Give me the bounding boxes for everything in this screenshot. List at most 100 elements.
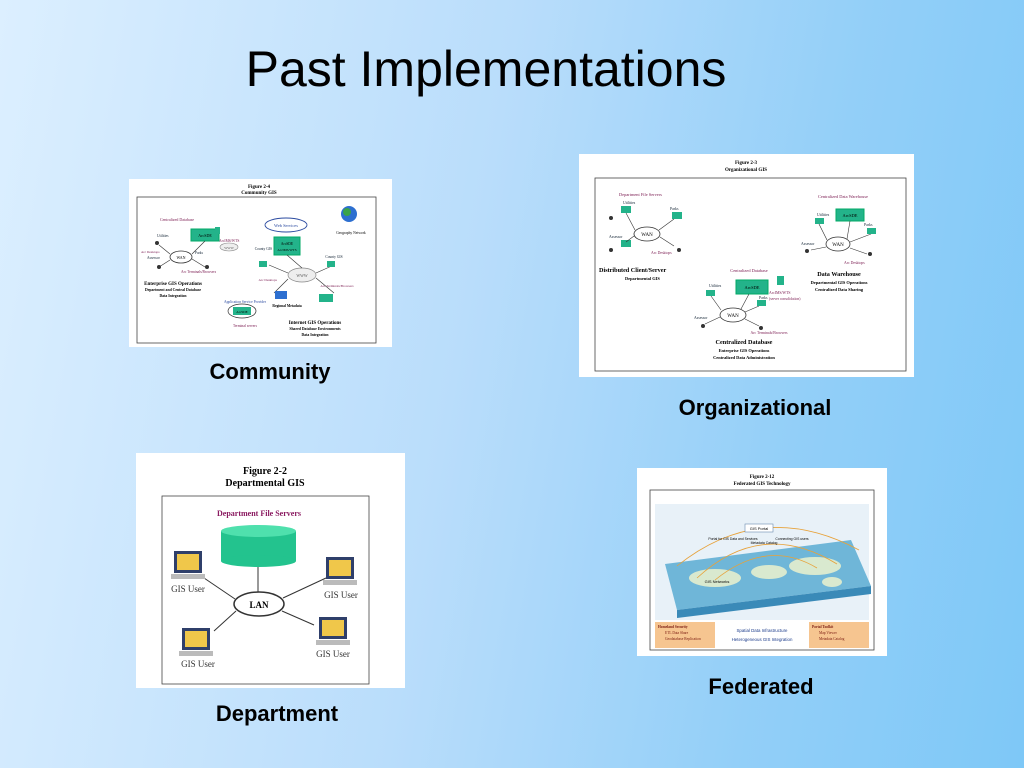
- department-figure: Figure 2-2 Departmental GIS Department F…: [136, 453, 405, 688]
- svg-text:Centralized Data Warehouse: Centralized Data Warehouse: [818, 194, 868, 199]
- svg-text:GIS Portal: GIS Portal: [750, 526, 769, 531]
- asp-server-icon: [233, 307, 251, 315]
- web-services-icon: [264, 217, 308, 233]
- svg-text:GIS User: GIS User: [171, 584, 205, 594]
- community-figure: Figure 2-4 Community GIS Centralized Dat…: [129, 179, 392, 347]
- wan-node-icon: [169, 250, 193, 264]
- svg-text:Data Warehouse: Data Warehouse: [817, 271, 861, 278]
- caption-organizational: Organizational: [678, 395, 832, 420]
- gis-portal-icon: [744, 523, 774, 533]
- svg-text:Departmental GIS Operations: Departmental GIS Operations: [811, 280, 868, 285]
- svg-text:Departmental GIS: Departmental GIS: [225, 478, 305, 489]
- svg-text:Geography Network: Geography Network: [336, 231, 366, 235]
- svg-text:(server consolidation): (server consolidation): [769, 297, 801, 301]
- federated-figure: Figure 2-12 Federated GIS Technology GIS…: [637, 468, 887, 656]
- svg-text:Arc Terminals/Browsers: Arc Terminals/Browsers: [750, 331, 788, 335]
- department-diagram: Figure 2-2 Departmental GIS Department F…: [161, 466, 370, 685]
- svg-text:Geodatabase Replication: Geodatabase Replication: [665, 637, 701, 641]
- svg-text:Arc Terminals/Browsers: Arc Terminals/Browsers: [320, 284, 354, 288]
- svg-text:WWW: WWW: [296, 273, 308, 278]
- svg-text:Assessor: Assessor: [694, 316, 708, 320]
- svg-text:Organizational GIS: Organizational GIS: [725, 168, 767, 173]
- svg-text:Assessor: Assessor: [609, 235, 623, 239]
- svg-text:Terminal servers: Terminal servers: [233, 324, 258, 328]
- caption-department: Department: [215, 701, 339, 726]
- svg-text:Figure 2-2: Figure 2-2: [243, 466, 287, 477]
- central-db-server-icon: [735, 279, 769, 295]
- svg-text:Shared Database Environments: Shared Database Environments: [289, 327, 341, 331]
- svg-text:Department File Servers: Department File Servers: [619, 192, 662, 197]
- svg-text:Centralized Database: Centralized Database: [160, 217, 194, 222]
- svg-text:Parks: Parks: [670, 207, 679, 211]
- organizational-figure: Figure 2-3 Organizational GIS Department…: [579, 154, 914, 377]
- svg-text:ArcIMS/WTS: ArcIMS/WTS: [277, 248, 296, 252]
- svg-text:Utilities: Utilities: [817, 213, 830, 217]
- svg-text:GIS User: GIS User: [316, 649, 350, 659]
- svg-text:Arc Desktops: Arc Desktops: [844, 261, 865, 265]
- svg-text:Centralized Database: Centralized Database: [730, 268, 767, 273]
- svg-text:Figure 2-3: Figure 2-3: [735, 161, 757, 166]
- svg-text:WAN: WAN: [832, 243, 844, 248]
- arcims-server-icon: [273, 236, 301, 256]
- svg-text:Data Integration: Data Integration: [159, 294, 187, 298]
- svg-text:Centralized Data Administratio: Centralized Data Administration: [713, 355, 775, 360]
- file-server-icon: [221, 525, 296, 567]
- svg-text:Arc Desktops: Arc Desktops: [258, 278, 277, 282]
- svg-text:Enterprise GIS Operations: Enterprise GIS Operations: [144, 282, 202, 287]
- svg-text:GIS User: GIS User: [324, 590, 358, 600]
- lan-node-icon: [233, 591, 285, 617]
- svg-text:Parks: Parks: [759, 296, 768, 300]
- svg-text:Heterogeneous GIS Integration: Heterogeneous GIS Integration: [732, 637, 793, 642]
- organizational-diagram: Figure 2-3 Organizational GIS Department…: [594, 161, 907, 372]
- svg-text:Portal for GIS Data and Servic: Portal for GIS Data and Services: [708, 537, 757, 541]
- svg-text:Homeland Security: Homeland Security: [658, 625, 688, 629]
- svg-text:Centralized Database: Centralized Database: [716, 339, 773, 346]
- community-diagram: Figure 2-4 Community GIS Centralized Dat…: [136, 185, 377, 344]
- svg-text:Map Viewer: Map Viewer: [819, 631, 838, 635]
- svg-text:ArcSDE: ArcSDE: [843, 213, 858, 218]
- svg-text:ArcSDE: ArcSDE: [198, 233, 212, 238]
- svg-text:Spatial Data Infrastructure: Spatial Data Infrastructure: [736, 628, 788, 633]
- svg-text:Department File Servers: Department File Servers: [217, 509, 301, 518]
- gis-user-computer-icon: [171, 551, 205, 579]
- svg-text:Distributed Client/Server: Distributed Client/Server: [599, 267, 666, 274]
- svg-text:ArcIMS/WTS: ArcIMS/WTS: [219, 239, 239, 243]
- svg-text:Department and Central Databas: Department and Central Database: [145, 288, 201, 292]
- svg-text:ArcSDE: ArcSDE: [281, 242, 294, 246]
- svg-text:ArcSDE: ArcSDE: [745, 285, 760, 290]
- svg-text:GIS Networks: GIS Networks: [705, 579, 730, 584]
- svg-text:Metadata Catalog: Metadata Catalog: [819, 637, 845, 641]
- central-wan-icon: [719, 307, 747, 323]
- www-cloud-icon: [219, 242, 239, 252]
- svg-text:Data Integration: Data Integration: [301, 333, 329, 337]
- svg-text:Centralized Data Sharing: Centralized Data Sharing: [815, 287, 864, 292]
- caption-community: Community: [209, 359, 331, 384]
- svg-text:Assessor: Assessor: [147, 256, 161, 260]
- svg-text:Utilities: Utilities: [709, 284, 722, 288]
- svg-text:Utilities: Utilities: [623, 201, 636, 205]
- world-map-network-icon: [665, 527, 871, 618]
- svg-text:Metadata Catalog: Metadata Catalog: [751, 541, 778, 545]
- svg-text:Federated GIS Technology: Federated GIS Technology: [734, 482, 791, 487]
- svg-text:Arc Desktops: Arc Desktops: [141, 250, 160, 254]
- community-fig-subtitle: Community GIS: [241, 191, 277, 196]
- svg-text:County GIS: County GIS: [255, 247, 272, 251]
- svg-text:Web Services: Web Services: [274, 223, 298, 228]
- svg-text:LAN: LAN: [249, 600, 269, 610]
- svg-text:Parks: Parks: [864, 223, 873, 227]
- svg-text:Application Service Provider: Application Service Provider: [224, 300, 267, 304]
- svg-text:WAN: WAN: [176, 255, 185, 260]
- metadata-globe-icon: [275, 291, 287, 299]
- slide-title: Past Implementations: [245, 41, 727, 97]
- svg-text:WAN: WAN: [641, 233, 653, 238]
- svg-text:County GIS: County GIS: [325, 255, 342, 259]
- community-fig-title: Figure 2-4: [248, 185, 270, 190]
- svg-text:Parks: Parks: [195, 251, 204, 255]
- svg-text:Internet GIS Operations: Internet GIS Operations: [289, 321, 342, 326]
- svg-text:GIS User: GIS User: [181, 659, 215, 669]
- svg-text:Arc Desktops: Arc Desktops: [651, 251, 672, 255]
- svg-text:ETL Data Share: ETL Data Share: [665, 631, 689, 635]
- svg-text:Assessor: Assessor: [801, 242, 815, 246]
- svg-text:WWW: WWW: [224, 246, 234, 250]
- svg-text:Utilities: Utilities: [157, 234, 169, 238]
